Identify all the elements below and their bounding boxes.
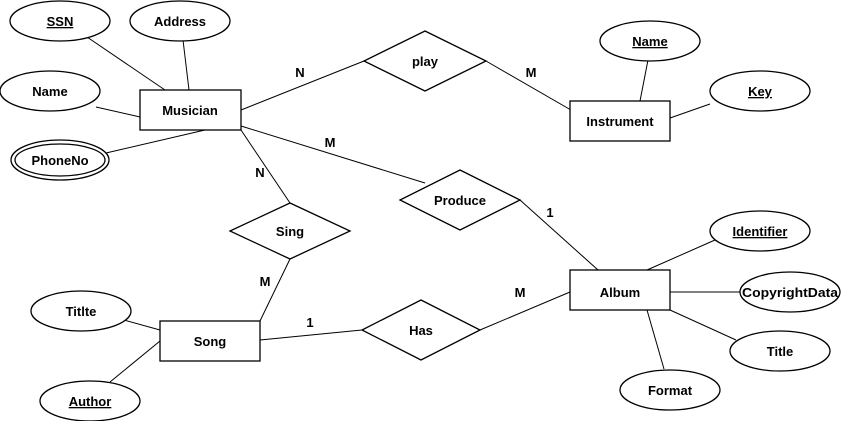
line-author-song — [109, 340, 161, 383]
cardinality-produce-album: 1 — [546, 205, 553, 220]
attribute-titlte[interactable]: Titlte — [30, 290, 132, 332]
attribute-author-label: Author — [69, 394, 112, 409]
line-identifier-album — [646, 239, 716, 271]
attribute-identifier-label: Identifier — [733, 224, 788, 239]
attribute-key-label: Key — [748, 84, 773, 99]
entity-album-label: Album — [600, 285, 640, 300]
line-address-musician — [182, 39, 190, 91]
line-title-album — [669, 309, 737, 341]
relationship-has-label: Has — [409, 323, 433, 338]
line-ssn-musician — [86, 36, 166, 91]
entity-song[interactable]: Song — [159, 320, 261, 362]
attribute-phoneno[interactable]: PhoneNo — [10, 139, 110, 181]
relationship-produce[interactable]: Produce — [398, 169, 522, 231]
attribute-musician-name-label: Name — [32, 84, 67, 99]
relationship-play[interactable]: play — [362, 30, 488, 92]
attribute-format[interactable]: Format — [619, 369, 721, 411]
line-format-album — [646, 309, 665, 370]
cardinality-musician-play: N — [295, 65, 304, 80]
entity-instrument[interactable]: Instrument — [569, 100, 671, 142]
relationship-play-label: play — [412, 54, 439, 69]
line-titlte-song — [123, 319, 161, 331]
line-name-musician — [95, 106, 141, 118]
attribute-phoneno-label: PhoneNo — [31, 153, 88, 168]
attribute-instrument-name[interactable]: Name — [599, 20, 701, 62]
cardinality-musician-produce: M — [325, 135, 336, 150]
attribute-titlte-label: Titlte — [66, 304, 97, 319]
attribute-title[interactable]: Title — [729, 330, 831, 372]
attribute-format-label: Format — [648, 383, 693, 398]
entity-instrument-label: Instrument — [586, 114, 654, 129]
relationship-produce-label: Produce — [434, 193, 486, 208]
relationship-sing-label: Sing — [276, 224, 304, 239]
cardinality-labels: N M M 1 N M 1 M — [255, 65, 553, 330]
cardinality-has-album: M — [515, 285, 526, 300]
attribute-ssn-label: SSN — [47, 14, 74, 29]
attribute-copyright-data[interactable]: CopyrightData — [739, 271, 841, 313]
attribute-key[interactable]: Key — [709, 70, 811, 112]
line-musician-sing — [240, 129, 291, 204]
line-produce-album — [519, 199, 599, 271]
cardinality-sing-song: M — [260, 274, 271, 289]
line-phoneno-musician — [105, 129, 206, 154]
attribute-instrument-name-label: Name — [632, 34, 667, 49]
line-musician-produce — [240, 125, 426, 184]
attribute-author[interactable]: Author — [39, 380, 141, 421]
cardinality-song-has: 1 — [306, 315, 313, 330]
line-key-instrument — [669, 103, 711, 119]
line-song-has — [259, 329, 363, 341]
entity-musician[interactable]: Musician — [139, 89, 242, 131]
entity-song-label: Song — [194, 334, 227, 349]
attribute-address[interactable]: Address — [129, 0, 231, 42]
attribute-address-label: Address — [154, 14, 206, 29]
attribute-title-label: Title — [767, 344, 794, 359]
entity-musician-label: Musician — [162, 103, 218, 118]
cardinality-musician-sing: N — [255, 165, 264, 180]
line-instrumentname-instrument — [639, 59, 649, 102]
attribute-musician-name[interactable]: Name — [0, 70, 101, 112]
connector-lines — [86, 36, 740, 383]
relationship-has[interactable]: Has — [360, 299, 482, 361]
attribute-copyright-data-label: CopyrightData — [742, 285, 839, 300]
cardinality-play-instrument: M — [526, 65, 537, 80]
line-has-album — [479, 291, 571, 331]
line-sing-song — [259, 258, 291, 322]
attribute-identifier[interactable]: Identifier — [709, 210, 811, 252]
attribute-ssn[interactable]: SSN — [9, 0, 111, 42]
relationship-sing[interactable]: Sing — [228, 202, 352, 260]
entity-album[interactable]: Album — [569, 269, 671, 311]
line-musician-play — [240, 60, 365, 111]
